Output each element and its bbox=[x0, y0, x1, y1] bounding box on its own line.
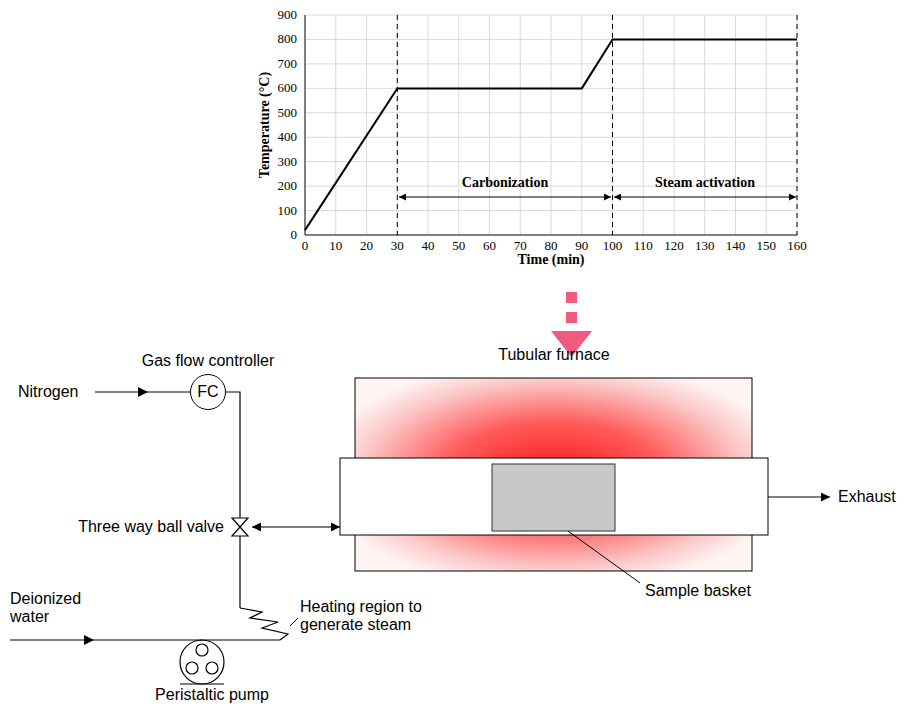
heating-coil bbox=[240, 608, 288, 640]
grid-line bbox=[581, 15, 582, 235]
tick-label: 300 bbox=[278, 154, 298, 169]
tick-label: 40 bbox=[422, 239, 435, 254]
tick-label: 100 bbox=[603, 239, 623, 254]
grid-line bbox=[735, 15, 736, 235]
grid-line bbox=[335, 15, 336, 235]
phase-divider bbox=[397, 15, 797, 235]
node-text: Tubular furnace bbox=[340, 346, 768, 364]
tick-label: 120 bbox=[664, 239, 684, 254]
water-line bbox=[10, 639, 280, 640]
grid-line bbox=[551, 15, 552, 235]
tick-label: 160 bbox=[787, 239, 807, 254]
tick-label: 130 bbox=[695, 239, 715, 254]
grid-line bbox=[674, 15, 675, 235]
grid-line bbox=[489, 15, 490, 235]
part-label: Heating region to generate steam bbox=[300, 598, 460, 635]
leader-line bbox=[290, 618, 298, 626]
chart-grid bbox=[305, 15, 797, 235]
span-arrow bbox=[614, 196, 796, 197]
grid-line bbox=[397, 15, 398, 235]
tick-label: 400 bbox=[278, 130, 298, 145]
flow-controller: FC bbox=[190, 374, 226, 410]
axis-title: Time (min) bbox=[517, 252, 584, 268]
tick-label: 50 bbox=[452, 239, 465, 254]
tick-label: 30 bbox=[391, 239, 404, 254]
tick-label: 200 bbox=[278, 179, 298, 194]
grid-line bbox=[305, 137, 797, 138]
peristaltic-pump bbox=[180, 640, 224, 684]
node-text: FC bbox=[197, 383, 218, 401]
tick-label: 500 bbox=[278, 105, 298, 120]
grid-line bbox=[305, 112, 797, 113]
flow-arrowhead bbox=[138, 387, 148, 397]
grid-line bbox=[305, 63, 797, 64]
grid-line bbox=[766, 15, 767, 235]
grid-line bbox=[797, 15, 798, 235]
tick-label: 60 bbox=[483, 239, 496, 254]
valve: Three way ball valve bbox=[78, 518, 252, 536]
input-label: Deionized water bbox=[10, 590, 90, 627]
temperature-line bbox=[305, 40, 797, 231]
furnace: Tubular furnace bbox=[340, 342, 768, 571]
node-text: Three way ball valve bbox=[78, 518, 224, 536]
part-label: Sample basket bbox=[645, 582, 751, 600]
grid-line bbox=[428, 15, 429, 235]
tick-label: 900 bbox=[278, 8, 298, 23]
axis-title: Temperature (°C) bbox=[257, 72, 273, 178]
leader-line bbox=[568, 531, 640, 583]
grid-line bbox=[704, 15, 705, 235]
tick-label: 150 bbox=[757, 239, 777, 254]
grid-line bbox=[612, 15, 613, 235]
tick-label: 80 bbox=[545, 239, 558, 254]
tick-label: 0 bbox=[291, 228, 298, 243]
tick-label: 100 bbox=[278, 203, 298, 218]
furnace-tube bbox=[340, 458, 768, 535]
x-axis bbox=[305, 235, 797, 236]
grid-line bbox=[305, 210, 797, 211]
tick-label: 140 bbox=[726, 239, 746, 254]
grid-line bbox=[520, 15, 521, 235]
tick-label: 20 bbox=[360, 239, 373, 254]
part-label: Peristaltic pump bbox=[155, 686, 269, 704]
tick-label: 90 bbox=[575, 239, 588, 254]
flow-arrowhead bbox=[84, 635, 94, 645]
output-label: Exhaust bbox=[838, 488, 896, 506]
pipe-connector bbox=[226, 392, 240, 518]
pipe-connector bbox=[252, 526, 340, 527]
three-way-valve bbox=[232, 518, 248, 536]
phase-label: Carbonization bbox=[462, 175, 548, 191]
phase-label: Steam activation bbox=[655, 175, 755, 191]
tick-label: 70 bbox=[514, 239, 527, 254]
grid-line bbox=[643, 15, 644, 235]
water-line bbox=[239, 536, 240, 608]
tick-label: 800 bbox=[278, 32, 298, 47]
grid-line bbox=[366, 15, 367, 235]
grid-line bbox=[458, 15, 459, 235]
tick-label: 0 bbox=[302, 239, 309, 254]
tick-label: 110 bbox=[634, 239, 653, 254]
sample-basket bbox=[492, 464, 615, 531]
tick-label: 700 bbox=[278, 56, 298, 71]
span-arrow bbox=[399, 196, 611, 197]
grid-line bbox=[305, 15, 797, 16]
exhaust-line bbox=[768, 496, 830, 497]
tick-label: 10 bbox=[329, 239, 342, 254]
grid-line bbox=[305, 161, 797, 162]
input-label: Nitrogen bbox=[18, 383, 78, 401]
tick-label: 600 bbox=[278, 81, 298, 96]
y-axis bbox=[305, 15, 306, 235]
part-label: Gas flow controller bbox=[142, 352, 275, 370]
